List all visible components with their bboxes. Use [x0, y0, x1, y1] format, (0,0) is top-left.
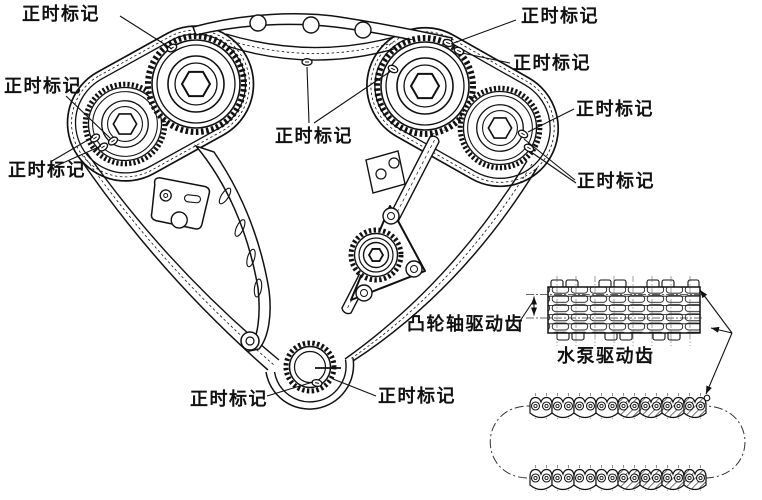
- label-timing-mark-bottom-right: 正时标记: [378, 386, 456, 406]
- chain-loop-detail: [489, 392, 746, 492]
- label-timing-mark-left-upper: 正时标记: [4, 76, 82, 96]
- label-camshaft-drive-teeth: 凸轮轴驱动齿: [407, 314, 524, 334]
- guide-bracket: [365, 150, 406, 194]
- label-timing-mark-top-right: 正时标记: [521, 6, 599, 26]
- left-chain-guide: [193, 144, 271, 353]
- water-pump-sprocket: [348, 227, 404, 283]
- label-timing-mark-bottom-left: 正时标记: [190, 389, 268, 409]
- leader-lines: [51, 15, 577, 397]
- label-timing-mark-top-left: 正时标记: [22, 4, 100, 24]
- label-timing-mark-right-2: 正时标记: [576, 99, 654, 119]
- label-water-pump-drive-teeth: 水泵驱动齿: [557, 346, 655, 366]
- label-timing-mark-left-lower: 正时标记: [8, 160, 86, 180]
- chain-top-span: [225, 33, 399, 61]
- pointer-arrows: [699, 289, 733, 402]
- chain-tensioner: [150, 176, 211, 230]
- crankshaft-sprocket: [265, 340, 355, 410]
- label-timing-mark-center: 正时标记: [275, 126, 353, 146]
- cam-sprocket-right-intake: [460, 88, 540, 168]
- chain-top-view-detail: [526, 276, 704, 346]
- chain-run-right: [344, 160, 538, 362]
- label-timing-mark-right-3: 正时标记: [577, 171, 655, 191]
- cam-sprocket-left-exhaust: [148, 36, 244, 132]
- label-timing-mark-right-1: 正时标记: [513, 53, 591, 73]
